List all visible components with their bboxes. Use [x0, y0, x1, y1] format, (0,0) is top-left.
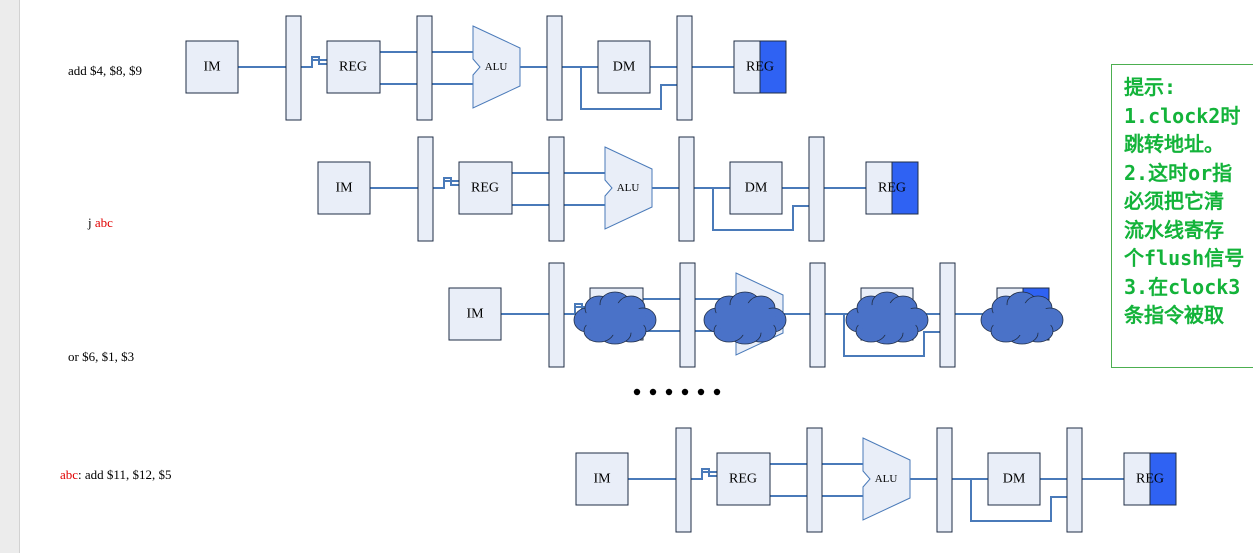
hint-line: 个flush信号 — [1124, 246, 1245, 270]
reg-stage-box — [716, 452, 771, 506]
hint-line: 2.这时or指 — [1124, 160, 1233, 185]
reg-stage-label: REG — [339, 60, 367, 75]
im-stage-label: IM — [335, 181, 353, 196]
im-stage-label: IM — [466, 307, 484, 322]
pipeline-register-bar-1 — [548, 262, 565, 368]
alu-stage-shape — [472, 25, 521, 109]
ellipsis-dots — [633, 388, 721, 396]
hint-line: 条指令被取 — [1124, 303, 1224, 327]
wire-dm-bypass — [698, 187, 809, 231]
page-margin — [0, 0, 20, 553]
bubble-core — [584, 303, 646, 335]
ellipsis-dot — [681, 388, 689, 396]
reg-stage-box — [458, 161, 513, 215]
dm-stage-box — [597, 40, 651, 94]
dm-stage-label: DM — [745, 181, 768, 196]
wb-stage-write-half — [891, 161, 919, 215]
pipeline-register-bar-2 — [679, 262, 696, 368]
hint-box: 提示: 1.clock2时跳转地址。 2.这时or指必须把它清流水线寄存个flush… — [1111, 64, 1253, 368]
flush-bubble-reg — [573, 291, 657, 345]
pipeline-register-bar-4 — [676, 15, 693, 121]
pipeline-register-bar-1 — [675, 427, 692, 533]
instruction-or-6-1-3: or $6, $1, $3 — [68, 349, 135, 364]
pipeline-register-bar-3 — [809, 262, 826, 368]
pipeline-register-bar-1 — [417, 136, 434, 242]
hint-line: 跳转地址。 — [1124, 132, 1224, 156]
im-stage-box — [575, 452, 629, 506]
bubble-core — [991, 303, 1053, 335]
reg-stage-box — [326, 40, 381, 94]
pipeline-jump: IM REG ALU DM REG — [317, 136, 919, 242]
pipeline-register-bar-2 — [806, 427, 823, 533]
pipeline-register-bar-3 — [546, 15, 563, 121]
im-stage-label: IM — [203, 60, 221, 75]
bubble-core — [714, 303, 776, 335]
wire-dm-bypass — [829, 313, 940, 357]
flush-bubble-alu — [703, 291, 787, 345]
dm-stage-label: DM — [613, 60, 636, 75]
bubble-core — [856, 303, 918, 335]
wb-stage-label: REG — [878, 181, 906, 196]
ellipsis-dot — [649, 388, 657, 396]
branch-target-label: abc — [60, 467, 79, 482]
wire-dm-bypass — [566, 66, 677, 110]
instruction-add-4-8-9: add $4, $8, $9 — [68, 63, 143, 78]
pipeline-register-bar-1 — [285, 15, 302, 121]
im-stage-label: IM — [593, 472, 611, 487]
reg-stage-label: REG — [471, 181, 499, 196]
hint-line: 1.clock2时 — [1124, 103, 1241, 128]
pipeline-register-bar-3 — [936, 427, 953, 533]
wire-reg-in-b — [443, 177, 459, 186]
pipeline-register-bar-2 — [548, 136, 565, 242]
ellipsis-dot — [713, 388, 721, 396]
flush-bubble-dm — [845, 291, 929, 345]
hint-line: 流水线寄存 — [1124, 217, 1224, 242]
wire-reg-in-b — [311, 56, 327, 65]
alu-stage-label: ALU — [875, 473, 898, 485]
pipeline-abc: IM REG ALU DM REG — [575, 427, 1177, 533]
wire-dm-bypass — [956, 478, 1067, 522]
wire-reg-in-b — [701, 468, 717, 477]
wb-stage-label: REG — [746, 60, 774, 75]
ellipsis-dot — [665, 388, 673, 396]
instruction-abc-add-11-12-5: abc: add $11, $12, $5 — [60, 467, 171, 483]
pipeline-add: IM REG ALU DM REG — [185, 15, 787, 121]
alu-stage-label: ALU — [485, 61, 508, 73]
dm-stage-label: DM — [1003, 472, 1026, 487]
wb-stage-write-half — [1149, 452, 1177, 506]
pipeline-register-bar-4 — [808, 136, 825, 242]
ellipsis-dot — [633, 388, 641, 396]
jump-target-label: abc — [94, 215, 113, 230]
pipeline-register-bar-4 — [939, 262, 956, 368]
ellipsis-dot — [697, 388, 705, 396]
hint-line: 必须把它清 — [1124, 189, 1224, 213]
dm-stage-box — [729, 161, 783, 215]
dm-stage-box — [987, 452, 1041, 506]
im-stage-box — [185, 40, 239, 94]
wb-stage-write-half — [759, 40, 787, 94]
hint-line: 提示: — [1124, 75, 1177, 99]
hint-line: 3.在clock3 — [1124, 274, 1241, 299]
pipeline-register-bar-4 — [1066, 427, 1083, 533]
alu-stage-shape — [604, 146, 653, 230]
pipeline-register-bar-2 — [416, 15, 433, 121]
im-stage-box — [317, 161, 371, 215]
reg-stage-label: REG — [729, 472, 757, 487]
alu-stage-label: ALU — [617, 182, 640, 194]
im-stage-box — [448, 287, 502, 341]
pipeline-register-bar-3 — [678, 136, 695, 242]
alu-stage-shape — [862, 437, 911, 521]
jump-mnemonic: j — [88, 215, 95, 230]
wb-stage-label: REG — [1136, 472, 1164, 487]
instruction-jump-abc: j abc — [88, 215, 113, 231]
abc-instruction-text: : add $11, $12, $5 — [78, 467, 172, 482]
flush-bubble-wb — [980, 291, 1064, 345]
